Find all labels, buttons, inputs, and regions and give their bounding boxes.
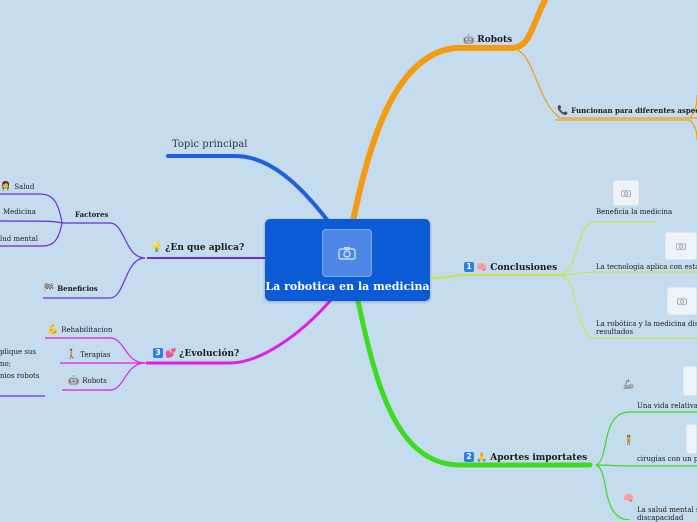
subtopic-beneficia[interactable]: Beneficia la medicina: [596, 208, 673, 216]
subtopic-salud-mental-left[interactable]: lud mental: [0, 235, 38, 243]
topic-aportes-label: Aportes importates: [490, 453, 588, 463]
subtopic-funcionan-label: Funcionan para diferentes aspectos: [571, 106, 697, 115]
subtopic-salud-line2: discapacidad: [637, 514, 684, 522]
topic-aplica-label: ¿En que aplica?: [165, 243, 245, 253]
phone-icon: 📞: [557, 106, 569, 116]
number-badge: 3: [153, 348, 163, 358]
topic-conclusiones[interactable]: 1🧠Conclusiones: [464, 262, 557, 273]
topic-robots-label: Robots: [477, 35, 513, 45]
robot-icon: 🤖: [68, 376, 80, 386]
topic-aportes[interactable]: 2🙏Aportes importates: [464, 452, 587, 463]
note-line3: nios robots: [0, 372, 40, 380]
image-placeholder-icon: [613, 180, 639, 206]
subtopic-robotica-line1: La robótica y la medicina distintas p: [596, 320, 697, 328]
number-badge: 2: [464, 452, 474, 462]
note-evolucion[interactable]: plique sus no; nios robots: [0, 346, 39, 382]
subtopic-factores[interactable]: Factores: [75, 210, 109, 219]
note-line1: plique sus: [0, 348, 37, 356]
subtopic-cirugias[interactable]: cirugias con un posti: [637, 455, 697, 463]
flags-icon: 🏁: [43, 284, 55, 294]
subtopic-robots-label: Robots: [82, 377, 107, 385]
topic-en-que-aplica[interactable]: 💡¿En que aplica?: [151, 243, 244, 253]
topic-conclusiones-label: Conclusiones: [490, 263, 558, 273]
subtopic-vida[interactable]: Una vida relativame: [637, 402, 697, 410]
robot-arm-icon: 🦾: [623, 380, 635, 390]
subtopic-medicina[interactable]: Medicina: [3, 208, 36, 216]
subtopic-robots-evo[interactable]: 🤖Robots: [68, 376, 107, 386]
topic-robots[interactable]: 🤖Robots: [463, 35, 512, 45]
note-line2: no;: [0, 360, 12, 368]
subtopic-salud-label: Salud: [14, 183, 35, 191]
subtopic-salud[interactable]: 👩‍⚕️Salud: [0, 182, 34, 192]
subtopic-beneficios[interactable]: 🏁Beneficios: [43, 284, 98, 294]
central-topic-title: La robotica en la medicina: [265, 280, 430, 293]
subtopic-salud-line1: La salud mental se co: [637, 506, 697, 514]
topic-evolucion[interactable]: 3💕¿Evolución?: [153, 348, 239, 359]
image-placeholder-icon: [686, 424, 697, 454]
hands-icon: 🙏: [476, 453, 488, 463]
muscle-icon: 💪: [47, 325, 59, 335]
person-icon: 🧍: [623, 436, 635, 446]
subtopic-funcionan[interactable]: 📞Funcionan para diferentes aspectos: [557, 106, 697, 116]
image-placeholder-icon: [665, 232, 697, 260]
brain-icon: 🧠: [623, 494, 635, 504]
subtopic-rehabilitacion[interactable]: 💪Rehabilitacion: [47, 325, 112, 335]
subtopic-salud-mental[interactable]: La salud mental se co discapacidad: [637, 506, 697, 522]
topic-evolucion-label: ¿Evolución?: [179, 349, 240, 359]
subtopic-rehab-label: Rehabilitacion: [61, 326, 113, 334]
nurse-icon: 👩‍⚕️: [0, 182, 12, 192]
subtopic-robotica-medicina[interactable]: La robótica y la medicina distintas p re…: [596, 320, 697, 336]
robot-icon: 🤖: [463, 35, 475, 45]
image-placeholder-icon: [667, 287, 697, 315]
bulb-icon: 💡: [151, 243, 163, 253]
number-badge: 1: [464, 262, 474, 272]
subtopic-robotica-line2: resultados: [596, 328, 634, 336]
camera-icon: [322, 229, 372, 277]
image-placeholder-icon: [683, 366, 697, 396]
subtopic-terapias[interactable]: 🚶Terapias: [66, 350, 111, 360]
heart-icon: 💕: [165, 349, 177, 359]
subtopic-tecnologia[interactable]: La tecnologia aplica con estas cienc: [596, 263, 697, 271]
topic-principal[interactable]: Topic principal: [172, 139, 248, 150]
person-walking-icon: 🚶: [66, 350, 78, 360]
subtopic-beneficios-label: Beneficios: [57, 284, 98, 293]
subtopic-terapias-label: Terapias: [80, 351, 111, 359]
brain-icon: 🧠: [476, 263, 488, 273]
